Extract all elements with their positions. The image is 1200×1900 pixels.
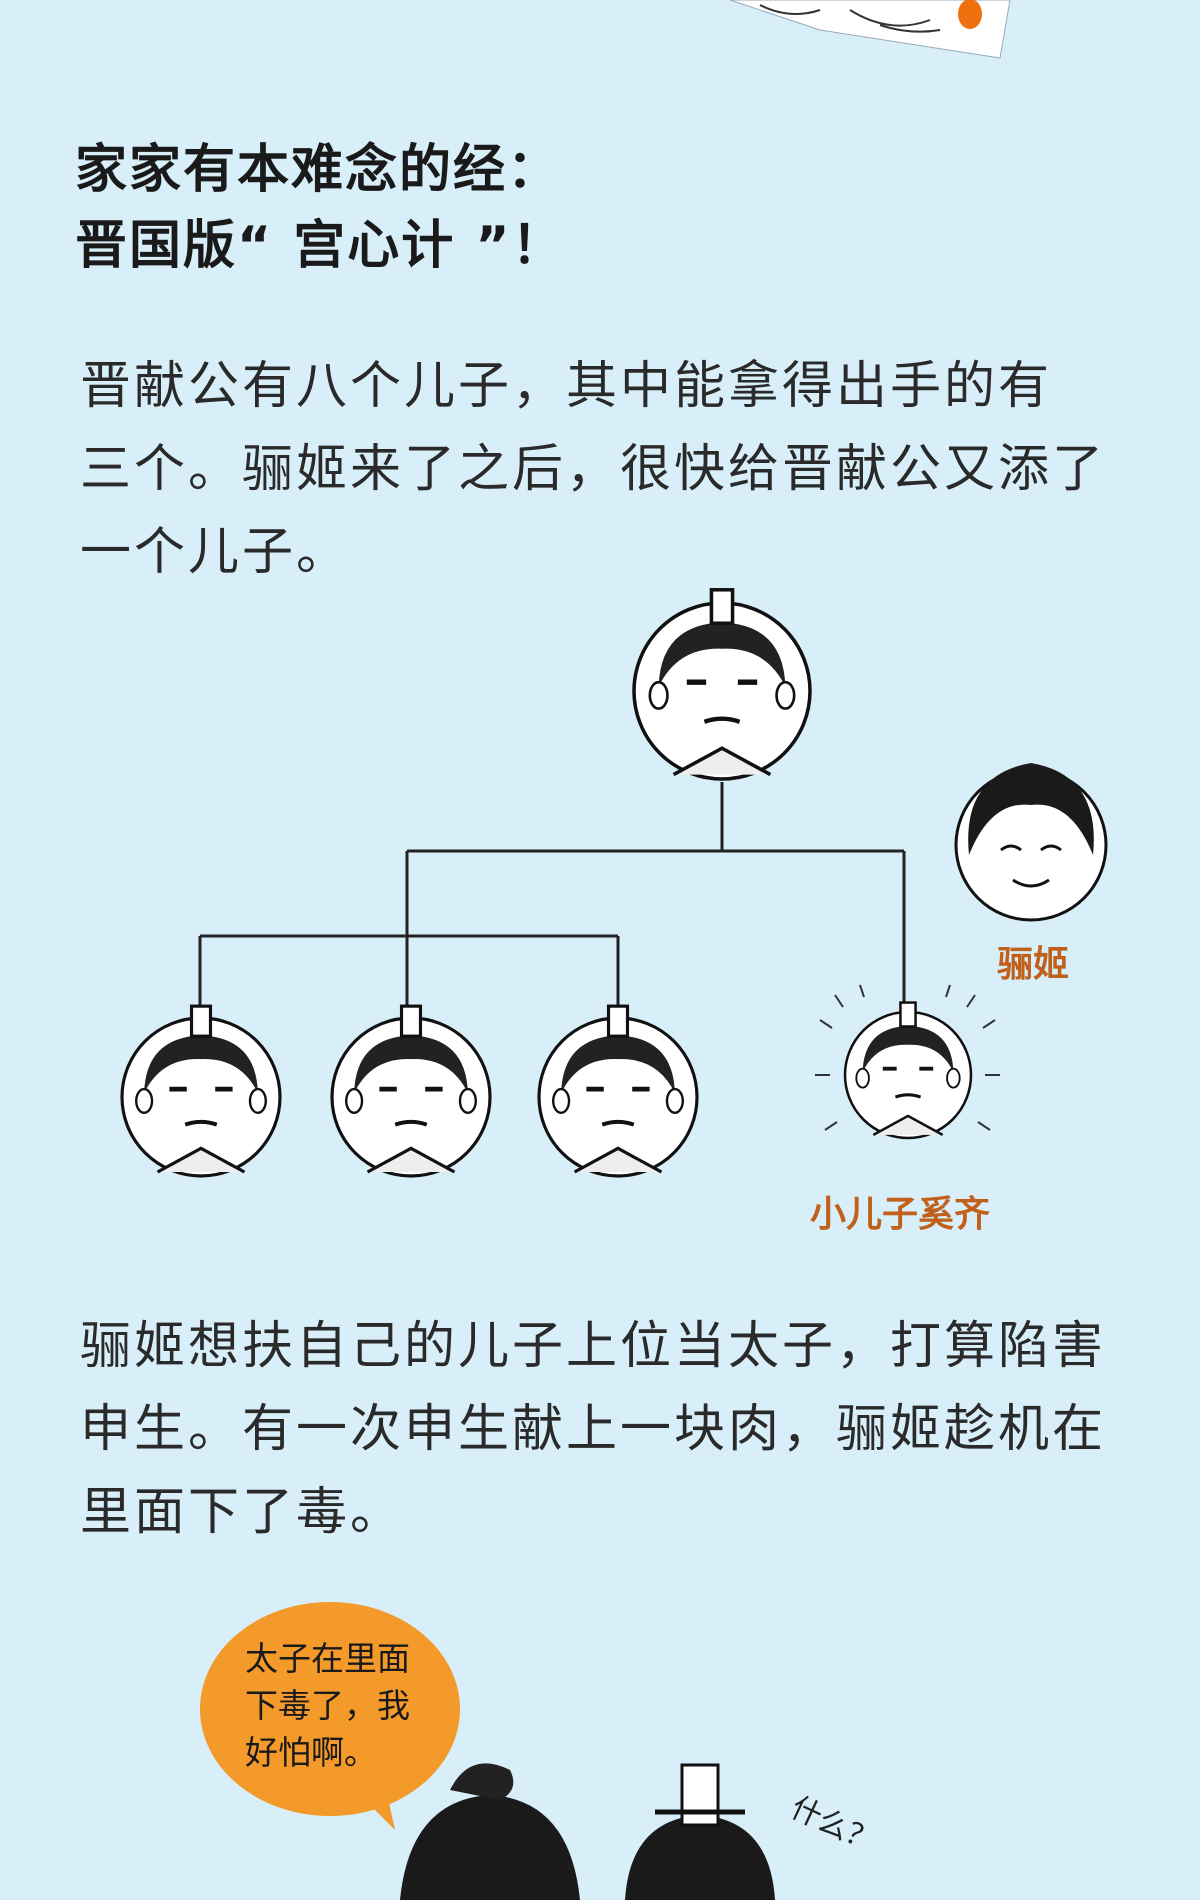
paragraph-line: 三个。骊姬来了之后，很快给晋献公又添了 [80, 440, 1107, 499]
speech-bubble [200, 1602, 460, 1830]
paragraph-line: 骊姬想扶自己的儿子上位当太子，打算陷害 [80, 1317, 1107, 1376]
glow-rays [815, 984, 1000, 1131]
liji-face [954, 763, 1108, 922]
youngest-son-face [845, 1003, 971, 1138]
paragraph-line: 一个儿子。 [80, 523, 351, 582]
bubble-line: 好怕啊。 [245, 1733, 377, 1772]
heading-line: 晋国版“ 宫心计 ”！ [75, 216, 566, 276]
son-face-2 [332, 1006, 490, 1176]
youngest-son-label: 小儿子奚齐 [810, 1194, 991, 1235]
section-heading: 家家有本难念的经： 晋国版“ 宫心计 ”！ [75, 132, 566, 284]
liji-label: 骊姬 [997, 944, 1070, 985]
heading-line: 家家有本难念的经： [75, 140, 562, 200]
speech-bubble-text: 太子在里面 下毒了，我 好怕啊。 [245, 1635, 425, 1776]
liji-head-bottom [400, 1763, 580, 1900]
son-face-1 [122, 1006, 280, 1176]
son-face-3 [539, 1006, 697, 1176]
duke-xian-face [634, 590, 810, 779]
shensheng-head-bottom [625, 1763, 775, 1900]
publisher-logo-icon [958, 0, 982, 29]
bubble-line: 下毒了，我 [245, 1686, 410, 1725]
family-tree-lines [198, 782, 906, 1006]
book-cover-corner [729, 0, 1011, 59]
paragraph-line: 申生。有一次申生献上一块肉，骊姬趁机在 [80, 1400, 1107, 1459]
paragraph-line: 里面下了毒。 [80, 1483, 405, 1542]
paragraph-line: 晋献公有八个儿子，其中能拿得出手的有 [80, 357, 1053, 416]
bubble-line: 太子在里面 [245, 1639, 410, 1678]
paragraph-1: 晋献公有八个儿子，其中能拿得出手的有 三个。骊姬来了之后，很快给晋献公又添了 一… [80, 345, 1140, 594]
paragraph-2: 骊姬想扶自己的儿子上位当太子，打算陷害 申生。有一次申生献上一块肉，骊姬趁机在 … [80, 1305, 1140, 1554]
